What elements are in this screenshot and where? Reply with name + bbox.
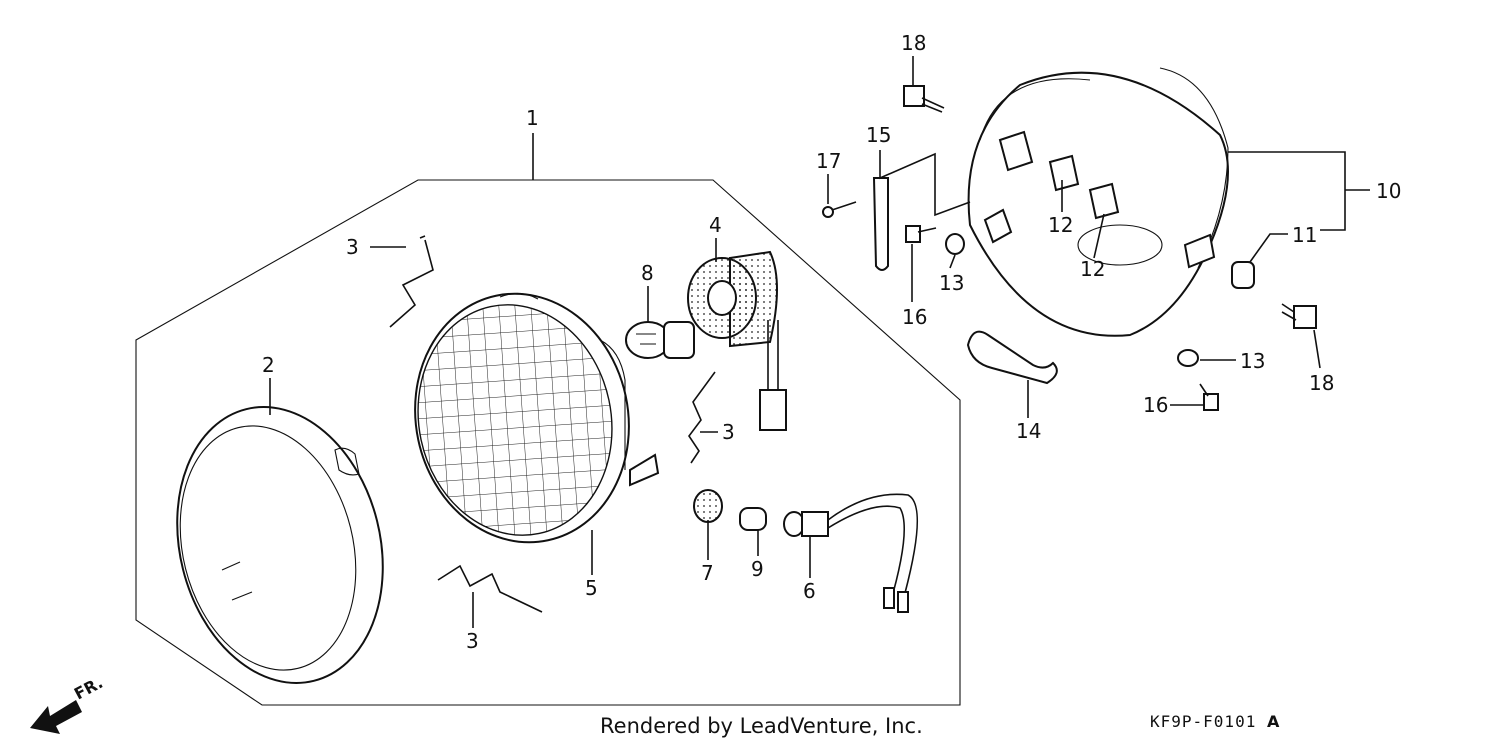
diagram-code-text: KF9P-F0101 [1150,712,1257,731]
callout-labels: 1 2 3 3 3 4 5 6 7 8 9 10 11 12 12 13 13 … [262,31,1401,653]
setting-spring [688,371,716,464]
callout-13: 13 [1240,349,1265,373]
callout-7: 7 [701,561,714,585]
flange-bolt [903,85,945,113]
callout-10: 10 [1376,179,1401,203]
callout-17: 17 [816,149,841,173]
headlight-stay [966,330,1058,385]
callout-18: 18 [901,31,926,55]
callout-3: 3 [346,235,359,259]
callout-16: 16 [902,305,927,329]
tapping-screw [822,201,857,218]
position-bulb [739,507,767,531]
headlight-bulb [625,321,695,359]
grommet [693,489,723,523]
assembly-outline [135,179,961,706]
callout-12: 12 [1080,257,1105,281]
callout-4: 4 [709,213,722,237]
callout-6: 6 [803,579,816,603]
callout-15: 15 [866,123,891,147]
front-direction-arrow: FR. [30,673,106,734]
callout-12: 12 [1048,213,1073,237]
render-credit: Rendered by LeadVenture, Inc. [600,714,923,738]
diagram-code: KF9P-F0101 A [1150,712,1280,731]
callout-2: 2 [262,353,275,377]
callout-8: 8 [641,261,654,285]
bulb-dust-cover [687,250,787,431]
nut [945,233,965,255]
callout-11: 11 [1292,223,1317,247]
diagram-code-suffix: A [1266,712,1281,731]
callout-9: 9 [751,557,764,581]
setting-spring [437,564,543,613]
callout-3: 3 [722,420,735,444]
setting-spring [389,235,434,328]
callout-3: 3 [466,629,479,653]
bolt [905,225,937,243]
stay-plate [872,177,889,271]
callout-1: 1 [526,106,539,130]
callout-16: 16 [1143,393,1168,417]
callout-5: 5 [585,576,598,600]
leader-lines [269,56,1370,628]
headlight-case [967,67,1229,337]
headlight-lens-unit [414,292,660,544]
collar [1231,261,1255,289]
callout-14: 14 [1016,419,1041,443]
flange-bolt [1281,303,1317,329]
position-socket [783,493,919,613]
nut [1177,349,1199,367]
callout-13: 13 [939,271,964,295]
headlight-rim [176,406,384,684]
bolt [1199,383,1219,411]
front-marker-text: FR. [71,673,106,704]
callout-18: 18 [1309,371,1334,395]
